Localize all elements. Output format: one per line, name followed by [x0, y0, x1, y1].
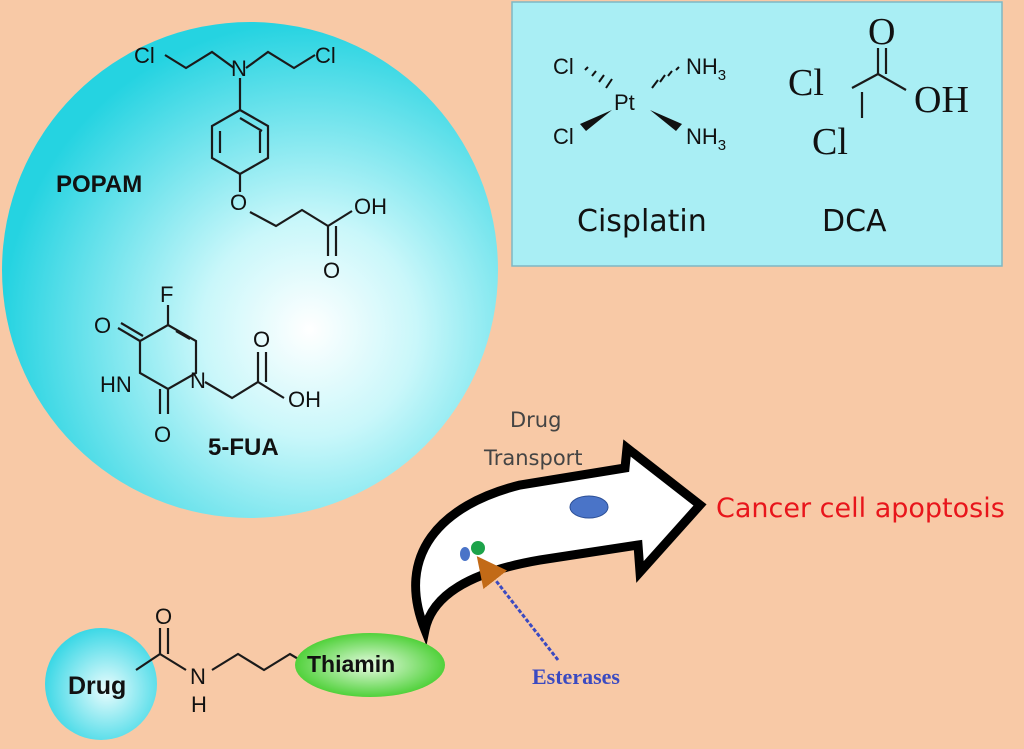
fua-o-bottom: O	[154, 422, 171, 447]
drug-particle-green	[471, 541, 485, 555]
dca-cl-top: Cl	[788, 62, 824, 104]
cisplatin-structure: Cl Cl Pt NH3 NH3	[553, 54, 726, 154]
target-apoptosis-label: Cancer cell apoptosis	[716, 493, 1005, 524]
nanoparticle-sphere	[2, 22, 498, 518]
fua-structure	[117, 305, 285, 414]
dca-cl-bottom: Cl	[812, 121, 848, 163]
popam-cl-right: Cl	[315, 43, 336, 68]
transport-label-line2: Transport	[483, 446, 583, 470]
cisplatin-cl-top: Cl	[553, 54, 574, 79]
popam-n: N	[231, 56, 247, 81]
popam-oh: OH	[354, 194, 387, 219]
cisplatin-label: Cisplatin	[577, 204, 707, 239]
thiamin-label: Thiamin	[307, 651, 395, 677]
cisplatin-nh3-bottom: NH3	[686, 124, 726, 154]
fua-f: F	[160, 282, 173, 307]
cisplatin-pt: Pt	[614, 90, 635, 115]
fua-o-top: O	[94, 313, 111, 338]
popam-ether-o: O	[230, 190, 247, 215]
linker-n: N	[190, 664, 206, 689]
popam-label: POPAM	[56, 171, 142, 198]
linker-structure	[135, 628, 301, 672]
drug-info-box	[511, 1, 1003, 267]
drug-particle-large	[569, 495, 609, 519]
thiamin-carrier	[295, 633, 445, 697]
linker-h: H	[191, 692, 207, 717]
esterases-label: Esterases	[532, 664, 620, 689]
fua-label: 5-FUA	[208, 434, 279, 461]
drug-transport-arrow	[411, 439, 707, 646]
dca-label: DCA	[822, 204, 887, 239]
esterases-arrow	[476, 556, 560, 661]
popam-cl-left: Cl	[134, 43, 155, 68]
popam-carbonyl-o: O	[323, 258, 340, 283]
fua-acid-o: O	[253, 327, 270, 352]
fua-hn: HN	[100, 372, 132, 397]
dca-structure	[851, 48, 907, 118]
dca-oh: OH	[914, 79, 969, 121]
linker-o: O	[155, 604, 172, 629]
drug-particle-small	[460, 547, 470, 561]
drug-label: Drug	[68, 672, 126, 700]
cisplatin-nh3-top: NH3	[686, 54, 726, 84]
dca-o: O	[868, 11, 895, 53]
fua-oh: OH	[288, 387, 321, 412]
popam-structure	[164, 50, 353, 256]
fua-n: N	[190, 368, 206, 393]
drug-sphere	[45, 628, 157, 740]
transport-label-line1: Drug	[510, 408, 561, 432]
cisplatin-cl-bottom: Cl	[553, 124, 574, 149]
